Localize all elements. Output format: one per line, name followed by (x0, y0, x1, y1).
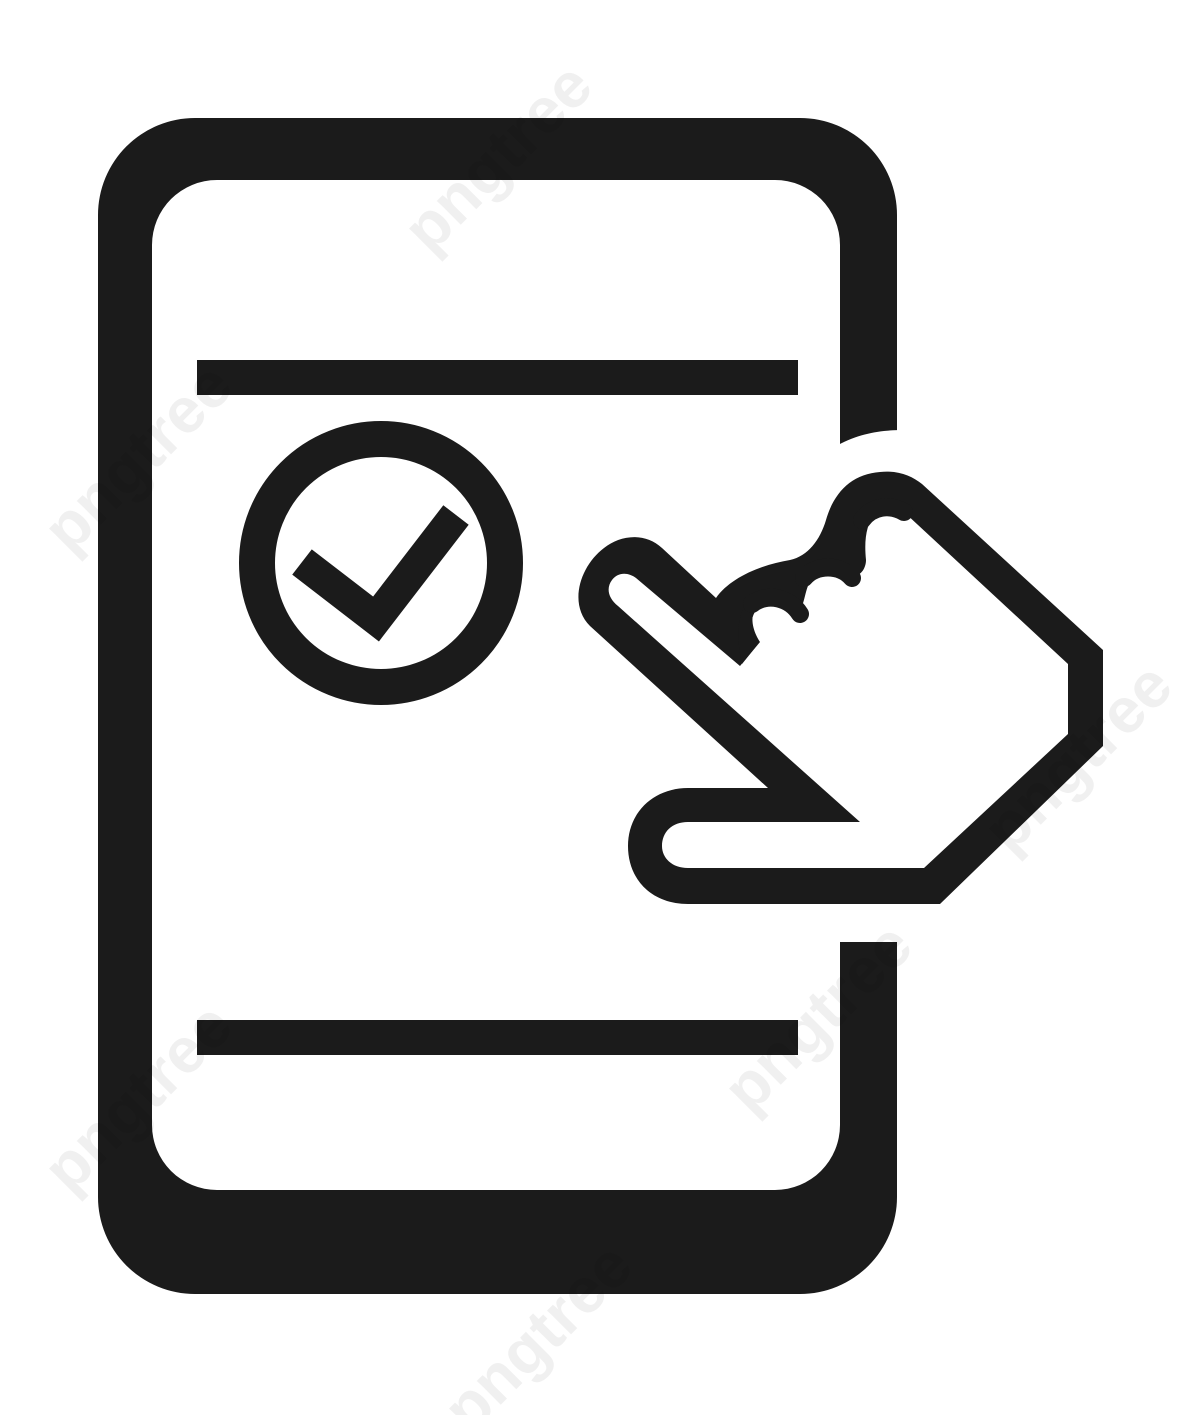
finger-crease-3 (853, 498, 913, 529)
finger-crease-2 (795, 558, 861, 587)
check-mark (292, 505, 469, 642)
pointing-hand-icon (562, 456, 1118, 919)
check-circle-ring (239, 421, 523, 705)
screen-line-bottom (197, 1020, 798, 1055)
phone-frame (98, 118, 897, 1294)
check-circle-icon (239, 421, 523, 705)
finger-gap-1 (738, 598, 760, 664)
hand-fill (608, 506, 1068, 868)
screen-line-top (197, 360, 798, 395)
finger-crease-1 (743, 588, 809, 623)
